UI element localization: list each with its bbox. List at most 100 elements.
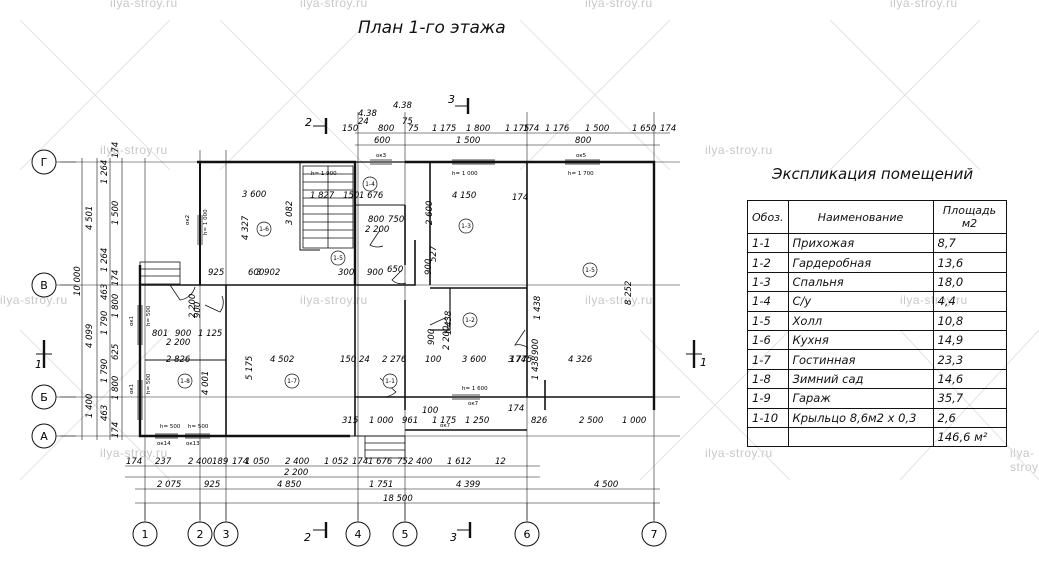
room-tag-circle <box>284 373 300 389</box>
room-dimension: 4 327 <box>241 215 251 240</box>
room-area: 13,6 <box>932 252 1007 273</box>
dimension-top: 600 <box>374 136 390 146</box>
dimension-left: 463 <box>100 284 110 300</box>
room-tag-circle <box>382 373 398 389</box>
axis-label-3: 3 <box>223 528 230 541</box>
total-row: 146,6 м² <box>747 426 1007 448</box>
room-dimension: 4 326 <box>568 355 593 365</box>
room-dimension: 900 <box>193 302 203 318</box>
section-2-top: 2 <box>305 116 312 129</box>
room-dimension: 150 <box>343 191 359 201</box>
room-name: Кухня <box>787 329 934 351</box>
room-dimension: 3 775 <box>508 355 532 365</box>
dimension-bottom: 2 400 <box>285 457 309 467</box>
watermark: ilya-stroy.ru <box>1010 446 1039 474</box>
dimension-left: 4 501 <box>85 206 95 230</box>
room-dimension: 2 826 <box>166 355 191 365</box>
dimension-bottom: 1 751 <box>369 480 393 490</box>
opening-tag: h= 1 700 <box>568 171 594 177</box>
room-area: 14,6 <box>932 368 1007 390</box>
dimension-bottom: 174 <box>126 457 142 467</box>
room-tag-circle <box>177 373 193 389</box>
room-dimension: 801 <box>152 329 168 339</box>
dimension-bottom: 2 400 <box>408 457 432 467</box>
axis-label-1: 1 <box>142 528 149 541</box>
room-code: 1-6 <box>747 329 789 351</box>
dimension-bottom: 174 <box>352 457 368 467</box>
dimension-bottom: 1 676 <box>368 457 393 467</box>
dimension-top: 1 500 <box>456 136 480 146</box>
watermark: ilya-stroy.ru <box>705 143 773 157</box>
opening-tag: ок2 <box>185 215 191 225</box>
opening-tag: h= 1 000 <box>452 171 478 177</box>
axis-bubble <box>31 423 57 449</box>
room-dimension: 300 <box>338 268 354 278</box>
windows <box>137 159 600 439</box>
room-dimension: 100 <box>425 355 441 365</box>
dimension-left: 1 264 <box>100 160 110 184</box>
room-area: 4,4 <box>932 291 1007 312</box>
axis-bubble <box>31 149 57 175</box>
dimension-bottom: 925 <box>204 480 220 490</box>
room-dimension: 800 <box>368 215 384 225</box>
dimension-top: 174 <box>660 124 676 134</box>
dimension-top: 1 176 <box>545 124 570 134</box>
room-dimension: 527 <box>429 245 439 262</box>
room-area: 23,3 <box>932 349 1007 370</box>
section-3-bottom: 3 <box>450 531 457 544</box>
dimension-left: 1 264 <box>100 248 110 272</box>
dimension-left: 1 790 <box>100 311 110 335</box>
dimension-top: 1 175 <box>505 124 529 134</box>
room-dimension: 1 827 <box>310 191 335 201</box>
dimension-bottom: 18 500 <box>383 494 413 504</box>
axis-label-В: В <box>40 279 48 292</box>
room-dimension: 2 200 <box>442 326 452 350</box>
room-dimension: 900 <box>424 259 434 275</box>
watermark: ilya-stroy.ru <box>0 293 68 307</box>
room-area: 2,6 <box>932 407 1007 428</box>
opening-tag: h= 500 <box>188 424 209 430</box>
room-dimension: 4 150 <box>452 191 476 201</box>
section-labels: 2 3 1 1 2 3 <box>35 93 707 544</box>
section-1-left: 1 <box>35 358 42 371</box>
room-tag-circle <box>462 312 478 328</box>
opening-tag: h= 500 <box>146 305 152 326</box>
room-dimension: 1 125 <box>198 329 222 339</box>
axis-label-А: А <box>40 430 48 443</box>
room-dimension: 900 <box>427 329 437 345</box>
dimension-left: 4 099 <box>85 324 95 348</box>
watermark: ilya-stroy.ru <box>585 293 653 307</box>
section-3-top: 3 <box>448 93 455 106</box>
dimension-lines <box>81 132 670 504</box>
dimension-left: 10 000 <box>73 266 83 296</box>
axis-bubble <box>392 521 418 547</box>
room-tag-1-4: 1-4 <box>365 181 375 188</box>
room-name: Гостинная <box>787 349 934 370</box>
axis-bubble <box>31 272 57 298</box>
room-dimension: 3 600 <box>242 190 266 200</box>
room-code: 1-10 <box>747 407 789 428</box>
room-code: 1-9 <box>747 388 789 409</box>
dimension-bottom: 237 <box>155 457 172 467</box>
dimension-left: 1 800 <box>111 376 121 400</box>
room-tag-circle <box>362 176 378 192</box>
opening-tag: h= 500 <box>146 373 152 394</box>
room-dimension: 2 600 <box>425 201 435 225</box>
dimension-bottom: 1 612 <box>447 457 471 467</box>
room-tag-1-5: 1-5 <box>585 267 595 274</box>
axis-label-7: 7 <box>651 528 658 541</box>
dimension-top: 4.38 <box>393 101 413 111</box>
section-marks <box>36 98 702 538</box>
dimension-top: 1 650 <box>632 124 656 134</box>
dimension-bottom: 4 850 <box>277 480 301 490</box>
room-code: 1-7 <box>747 349 789 370</box>
dimension-left: 463 <box>100 405 110 421</box>
